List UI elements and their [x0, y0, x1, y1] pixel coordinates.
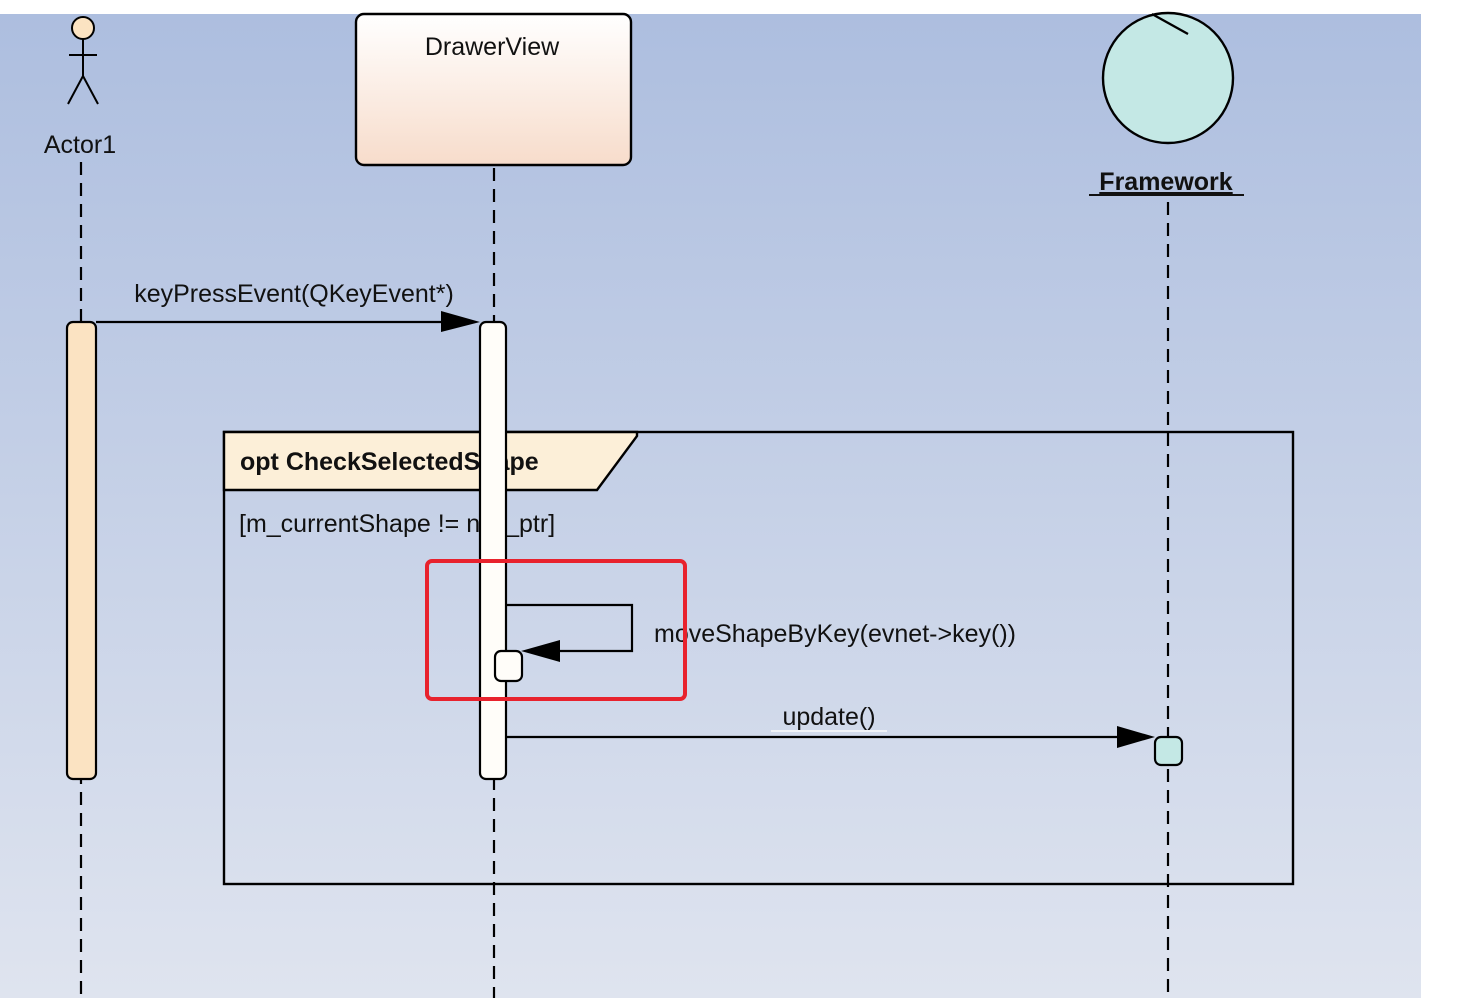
update-label: update(): [782, 703, 875, 731]
opt-fragment-guard: [m_currentShape != null_ptr]: [239, 510, 555, 538]
update-arrowhead: [1117, 726, 1155, 748]
framework-control-icon[interactable]: [1101, 11, 1235, 145]
moveshapebykey-label: moveShapeByKey(evnet->key()): [654, 620, 1016, 648]
moveshapebykey-line: [506, 603, 634, 653]
drawerview-activation: [478, 320, 508, 781]
keypressevent-label: keyPressEvent(QKeyEvent*): [134, 280, 454, 308]
keypressevent-arrowhead: [441, 311, 480, 332]
framework-label: Framework: [1099, 168, 1232, 196]
drawerview-box[interactable]: [354, 12, 633, 167]
opt-fragment-frame[interactable]: [222, 430, 1295, 886]
opt-fragment-tab: [222, 430, 639, 492]
drawerview-label: DrawerView: [425, 33, 560, 61]
highlight-box: [425, 559, 687, 701]
framework-activation: [1153, 735, 1184, 767]
moveshapebykey-activation: [493, 649, 524, 683]
actor1-label: Actor1: [44, 131, 116, 159]
actor-icon[interactable]: [67, 16, 99, 105]
actor1-activation: [65, 320, 98, 781]
diagram-background: [0, 14, 1421, 998]
moveshapebykey-arrowhead: [521, 640, 560, 662]
